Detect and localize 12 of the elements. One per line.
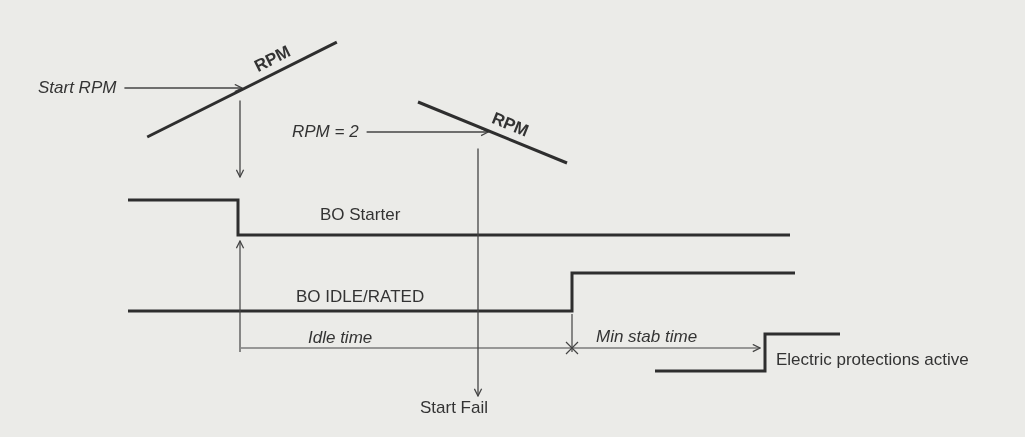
arrow <box>235 99 245 178</box>
arrow <box>473 147 483 397</box>
curve-label: RPM <box>250 41 294 77</box>
dimension-label: Idle time <box>308 328 373 348</box>
signal-label: BO Starter <box>320 205 401 225</box>
dimension-label: Min stab time <box>596 327 698 347</box>
signal-label: BO IDLE/RATED <box>296 287 425 307</box>
event-label: Start RPM <box>38 78 117 98</box>
event-label: Start Fail <box>420 398 489 418</box>
event-label: RPM = 2 <box>292 122 359 142</box>
signal-label: Electric protections active <box>776 349 970 371</box>
curve-label: RPM <box>488 108 532 142</box>
